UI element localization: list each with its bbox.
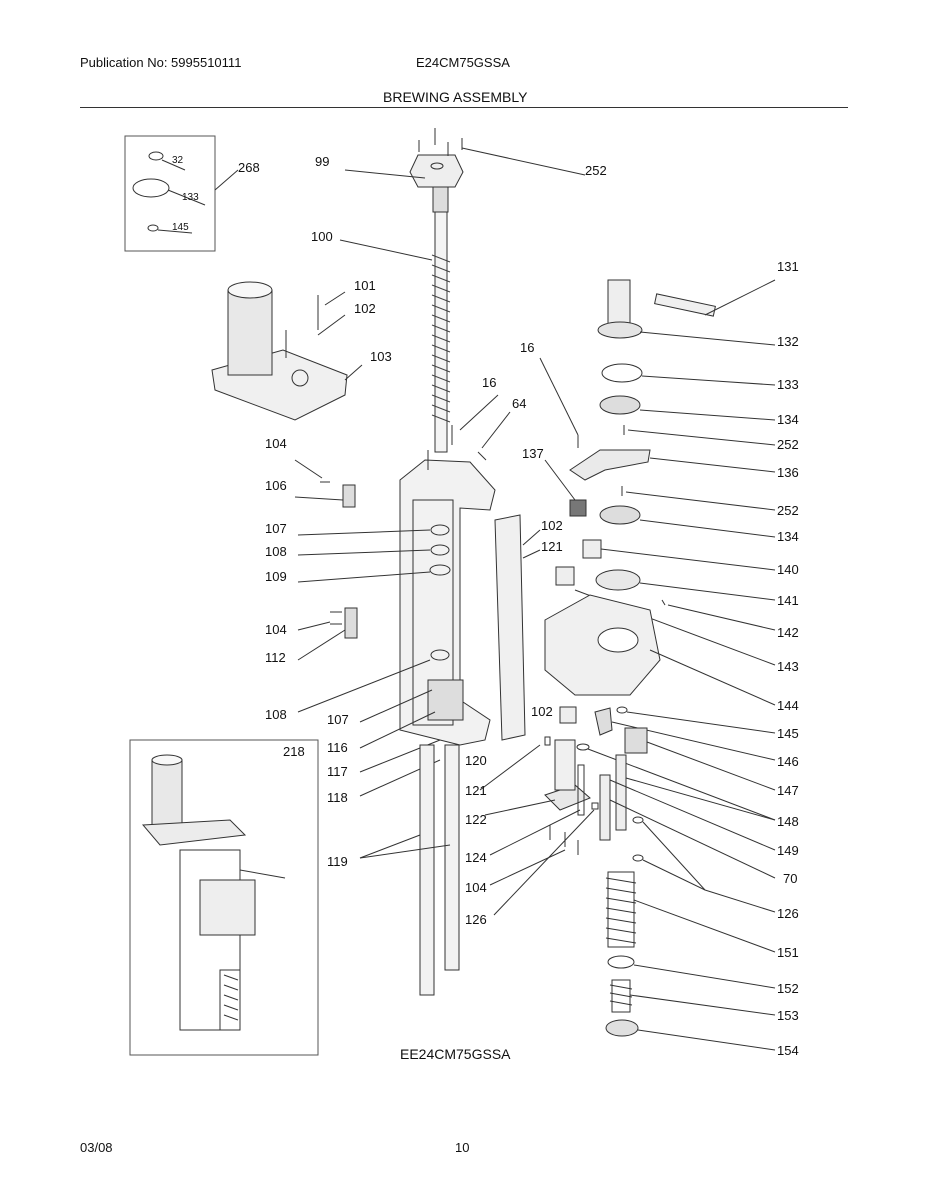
- callout-112: 112: [265, 650, 286, 665]
- callout-16: 16: [520, 340, 534, 355]
- publication-number: Publication No: 5995510111: [80, 55, 242, 70]
- callout-143: 143: [777, 659, 799, 674]
- callout-107: 107: [327, 712, 349, 727]
- callout-104: 104: [265, 436, 287, 451]
- callout-141: 141: [777, 593, 799, 608]
- callout-145: 145: [777, 726, 799, 741]
- kit-box-268: [124, 135, 216, 252]
- callout-149: 149: [777, 843, 799, 858]
- callout-122: 122: [465, 812, 487, 827]
- callout-121: 121: [465, 783, 487, 798]
- callout-145: 145: [172, 222, 189, 233]
- callout-102: 102: [541, 518, 563, 533]
- callout-133: 133: [777, 377, 799, 392]
- callout-106: 106: [265, 478, 287, 493]
- callout-99: 99: [315, 154, 329, 169]
- callout-252: 252: [777, 437, 799, 452]
- model-number: E24CM75GSSA: [416, 55, 510, 70]
- callout-64: 64: [512, 396, 526, 411]
- callout-126: 126: [465, 912, 487, 927]
- callout-109: 109: [265, 569, 287, 584]
- callout-118: 118: [327, 790, 348, 805]
- part-134-filter: [599, 395, 641, 415]
- callout-151: 151: [777, 945, 799, 960]
- part-99-flange: [409, 154, 464, 188]
- callout-16: 16: [482, 375, 496, 390]
- page-title: BREWING ASSEMBLY: [383, 89, 528, 105]
- part-151-spring: [607, 871, 635, 948]
- callout-120: 120: [465, 753, 487, 768]
- callout-132: 132: [777, 334, 799, 349]
- callout-119: 119: [327, 854, 348, 869]
- callout-134: 134: [777, 529, 799, 544]
- callout-103: 103: [370, 349, 392, 364]
- callout-268: 268: [238, 160, 260, 175]
- part-152-ring: [607, 955, 635, 969]
- callout-108: 108: [265, 544, 287, 559]
- callout-104: 104: [465, 880, 487, 895]
- part-100-shaft: [434, 211, 448, 453]
- callout-101: 101: [354, 278, 376, 293]
- callout-154: 154: [777, 1043, 799, 1058]
- part-131-pin: [654, 293, 716, 317]
- part-154-cap: [605, 1019, 639, 1037]
- part-146-fitting: [594, 707, 613, 736]
- footer-page-number: 10: [455, 1140, 470, 1155]
- part-137-strainer: [569, 499, 587, 517]
- callout-126: 126: [777, 906, 799, 921]
- part-112-bracket: [344, 607, 358, 639]
- callout-147: 147: [777, 783, 799, 798]
- callout-70: 70: [783, 871, 797, 886]
- footer-date: 03/08: [80, 1140, 113, 1155]
- callout-218: 218: [283, 744, 305, 759]
- callout-134: 134: [777, 412, 799, 427]
- callout-117: 117: [327, 764, 348, 779]
- callout-102: 102: [531, 704, 553, 719]
- part-147-fitting: [624, 727, 648, 754]
- callout-102: 102: [354, 301, 376, 316]
- callout-133: 133: [182, 192, 199, 203]
- callout-124: 124: [465, 850, 487, 865]
- part-132-piston: [607, 279, 631, 326]
- part-153-spring: [611, 979, 631, 1013]
- assembled-view-218: [129, 739, 319, 1056]
- callout-131: 131: [777, 259, 799, 274]
- callout-108: 108: [265, 707, 287, 722]
- header-rule: [80, 107, 848, 108]
- part-103-motor: [227, 289, 273, 376]
- part-141-plate: [595, 569, 641, 591]
- part-119-rod-right: [444, 744, 460, 971]
- model-caption: EE24CM75GSSA: [400, 1046, 511, 1062]
- callout-146: 146: [777, 754, 799, 769]
- part-145-oring: [147, 224, 159, 232]
- callout-100: 100: [311, 229, 333, 244]
- callout-137: 137: [522, 446, 544, 461]
- callout-142: 142: [777, 625, 799, 640]
- part-106-bracket: [342, 484, 356, 508]
- part-140-bushing: [582, 539, 602, 559]
- callout-32: 32: [172, 155, 184, 166]
- part-136-arm: [569, 449, 651, 481]
- callout-140: 140: [777, 562, 799, 577]
- callout-121: 121: [541, 539, 563, 554]
- callout-153: 153: [777, 1008, 799, 1023]
- part-32-oring: [148, 151, 164, 161]
- callout-152: 152: [777, 981, 799, 996]
- callout-136: 136: [777, 465, 799, 480]
- part-120-rail: [494, 514, 526, 741]
- callout-116: 116: [327, 740, 348, 755]
- callout-107: 107: [265, 521, 287, 536]
- callout-144: 144: [777, 698, 799, 713]
- part-119-rod-left: [419, 744, 435, 996]
- callout-148: 148: [777, 814, 799, 829]
- part-133-gasket: [132, 178, 170, 198]
- part-133-oring: [601, 363, 643, 383]
- callout-252: 252: [585, 163, 607, 178]
- callout-104: 104: [265, 622, 287, 637]
- callout-252: 252: [777, 503, 799, 518]
